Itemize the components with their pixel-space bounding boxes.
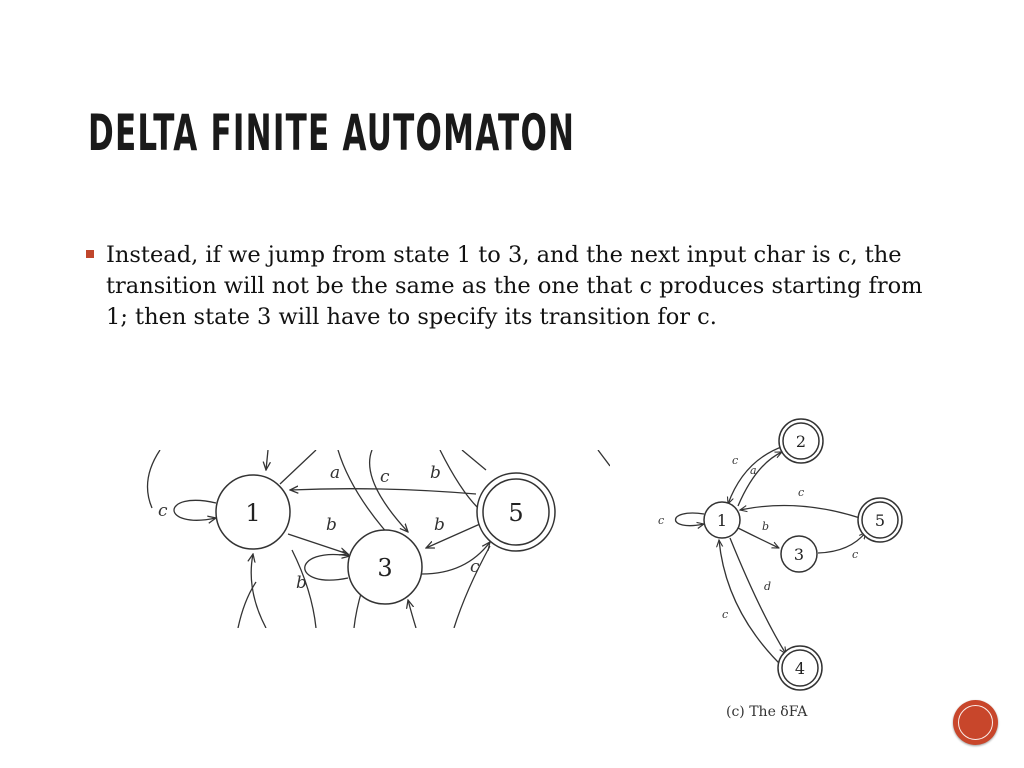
edge-4-to-1 — [719, 540, 785, 669]
edge-top-c — [368, 450, 408, 532]
label-e5-1: c — [798, 486, 804, 499]
edge-offscreen-left — [146, 450, 161, 509]
state-3-label: 3 — [377, 554, 392, 582]
edge-1-to-3 — [737, 527, 779, 549]
state-5-label: 5 — [875, 511, 885, 530]
edge-2-to-1 — [728, 445, 785, 504]
edge-5-to-1 — [290, 489, 477, 495]
slide-nav-button[interactable] — [953, 700, 998, 745]
state-3-label: 3 — [794, 545, 804, 564]
loop-1 — [675, 512, 705, 526]
label-top-c: c — [380, 467, 390, 487]
edge-bottom-left — [237, 581, 257, 628]
edge-1-to-4 — [729, 537, 786, 654]
edge-3-to-5 — [817, 532, 866, 554]
edge-offscreen-right — [597, 450, 610, 467]
edge-3-to-5 — [421, 542, 490, 575]
loop-1 — [173, 499, 216, 520]
edge-5-to-3 — [426, 523, 481, 548]
state-3 — [347, 529, 423, 605]
slide-title: DELTA FINITE AUTOMATON — [88, 104, 576, 162]
label-e5-3: b — [434, 515, 445, 535]
state-2-label: 2 — [796, 432, 806, 451]
state-5-label: 5 — [508, 499, 523, 527]
state-1 — [703, 501, 741, 539]
edge-5-down — [453, 545, 491, 628]
state-4-label: 4 — [795, 659, 805, 678]
edge-in-1 — [266, 450, 268, 470]
label-top-a: a — [330, 463, 340, 483]
label-e1-4: d — [764, 580, 771, 593]
edge-1-to-3 — [287, 533, 348, 554]
label-e2-1: c — [732, 454, 738, 467]
edge-5-to-1 — [740, 504, 861, 519]
state-2 — [782, 422, 820, 460]
edge-top-1 — [279, 450, 317, 485]
bullet-text: Instead, if we jump from state 1 to 3, a… — [106, 242, 923, 330]
edge-top-a — [337, 450, 389, 535]
edge-top-right — [461, 450, 487, 471]
state-1-label: 1 — [245, 499, 260, 527]
state-5 — [861, 501, 899, 539]
label-loop-1: c — [658, 514, 664, 527]
right-delta-fa-diagram: 2 1 3 5 4 c c a c b c d c (c) The δFA — [658, 418, 903, 720]
label-top-b: b — [430, 463, 441, 483]
edge-bottom-to-1 — [251, 554, 267, 628]
state-4 — [781, 649, 819, 687]
label-e1-3: b — [762, 520, 769, 533]
edge-1-to-2 — [737, 451, 782, 507]
state-1-label: 1 — [717, 511, 727, 530]
diagram-caption: (c) The δFA — [726, 704, 808, 720]
edge-top-b — [439, 450, 479, 509]
label-e1-3: b — [326, 515, 337, 535]
edge-1-down — [291, 549, 317, 628]
state-3 — [780, 535, 818, 573]
state-5 — [482, 478, 550, 546]
state-1 — [215, 474, 291, 550]
label-e1-2: a — [750, 464, 757, 477]
loop-3 — [304, 555, 350, 581]
label-loop-1: c — [158, 501, 168, 521]
bullet-item: Instead, if we jump from state 1 to 3, a… — [86, 240, 946, 333]
edge-bottom-to-3 — [408, 600, 417, 628]
label-loop-3: b — [296, 573, 307, 593]
label-e3-5: c — [470, 557, 480, 577]
label-e4-1: c — [722, 608, 728, 621]
left-automaton-diagram: 1 3 5 c a c b b b b c — [146, 450, 610, 628]
bullet-square-icon — [86, 250, 94, 258]
label-e3-5: c — [852, 548, 858, 561]
